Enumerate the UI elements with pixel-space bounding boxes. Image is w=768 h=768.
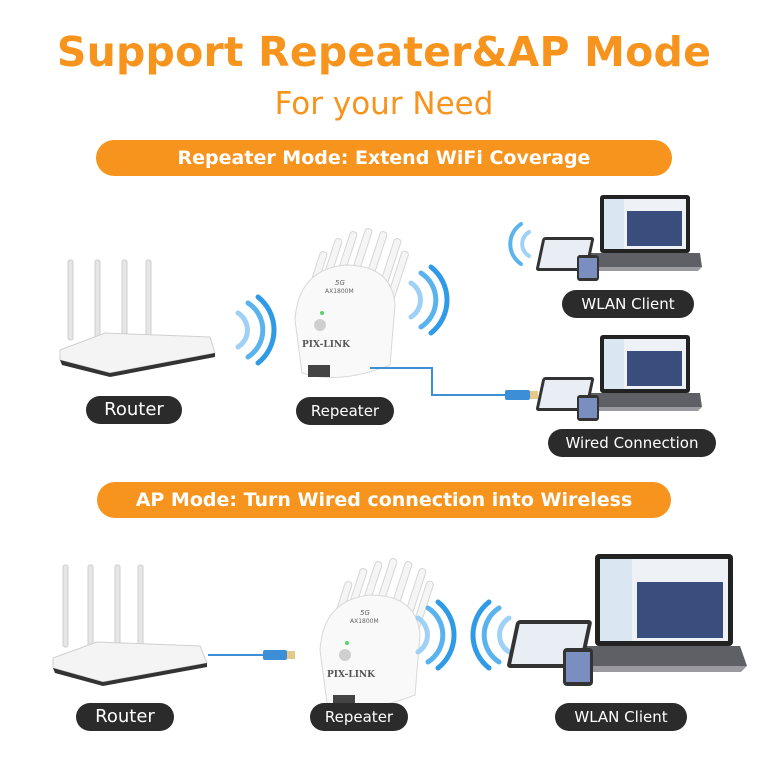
model-text: AX1800M (350, 618, 379, 625)
router-antennas (62, 564, 144, 648)
repeater-mode-banner: Repeater Mode: Extend WiFi Coverage (96, 140, 672, 176)
phone-icon (563, 648, 593, 686)
ethernet-cable (370, 367, 538, 400)
wlan-client-label: WLAN Client (562, 290, 694, 318)
repeater-label: Repeater (296, 397, 394, 425)
laptop-icon (588, 195, 702, 271)
ethernet-cable (208, 650, 295, 660)
model-text: AX1800M (325, 288, 354, 295)
rj45-connector-icon (505, 390, 530, 400)
brand-text: PIX-LINK (327, 670, 376, 680)
band-text: 5G (360, 609, 370, 617)
ap-mode-banner: AP Mode: Turn Wired connection into Wire… (97, 482, 671, 518)
band-text: 5G (335, 279, 345, 287)
router-image (52, 564, 208, 686)
router-label: Router (76, 703, 174, 731)
rj45-connector-icon (263, 650, 287, 660)
laptop-icon (588, 335, 702, 411)
wifi-signal-icon (415, 599, 457, 671)
phone-icon (577, 255, 599, 281)
wifi-signal-icon (408, 264, 450, 336)
wifi-signal-icon (235, 294, 277, 366)
wired-connection-label: Wired Connection (548, 429, 716, 457)
laptop-icon (573, 554, 747, 672)
repeater-image: PIX-LINK AX1800M 5G (319, 558, 434, 708)
page-title: Support Repeater&AP Mode (56, 28, 712, 76)
router-antennas (67, 259, 152, 341)
router-label: Router (86, 396, 182, 424)
router-image (59, 259, 216, 377)
wifi-signal-icon (470, 599, 512, 671)
wlan-client-label: WLAN Client (555, 703, 687, 731)
repeater-image: PIX-LINK AX1800M 5G (294, 228, 409, 378)
wlan-client-devices-image (535, 195, 702, 281)
brand-text: PIX-LINK (302, 340, 351, 350)
wired-client-devices-image (535, 335, 702, 421)
repeater-label: Repeater (310, 703, 408, 731)
page-subtitle: For your Need (274, 86, 494, 122)
wifi-signal-icon (508, 222, 531, 266)
wlan-client-devices-image (507, 554, 747, 686)
phone-icon (577, 395, 599, 421)
